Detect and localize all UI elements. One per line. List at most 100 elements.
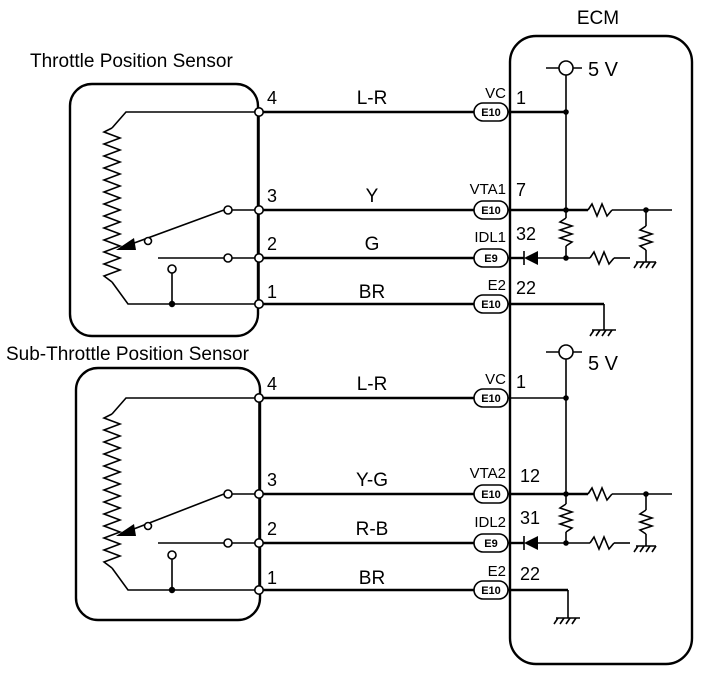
- sensor-2-wiper-arrow-icon: [116, 524, 136, 536]
- sensor-2-connector-vta-label: E10: [481, 489, 501, 501]
- sensor-1-idle-terminal-icon: [167, 264, 177, 274]
- sensor-1-pin-4-label: 4: [267, 88, 277, 108]
- sensor-1-idl-diode-icon: [524, 251, 538, 265]
- sensor-1-vta-shunt-resistor: [637, 225, 655, 251]
- sensor-2-wire-color-idl: R-B: [356, 519, 389, 540]
- sensor-1-connector-e2-label: E10: [481, 299, 501, 311]
- sensor-2-terminal-vc: VC: [485, 371, 506, 388]
- sensor-2-ecm-pin-vta: 12: [520, 466, 540, 486]
- sensor-1-vta-series-resistor: [587, 201, 613, 219]
- sensor-2-idl-diode-icon: [524, 536, 538, 550]
- sensor-2-resistor-top-lead: [111, 397, 259, 415]
- sensor-2-idl-junction-icon: [563, 540, 569, 546]
- sensor-2-pin-2-icon: [254, 537, 265, 548]
- sensor-1-idl-series-resistor: [589, 249, 615, 267]
- sensor-1-connector-e2: E10: [473, 294, 509, 314]
- sensor-1-wiper-arrow-icon: [116, 238, 136, 250]
- sensor-2-ecm-pin-e2: 22: [520, 564, 540, 584]
- sensor-2-resistor: [101, 413, 123, 569]
- sensor-1-ecm-pin-idl: 32: [516, 224, 536, 244]
- sensor-1-terminal-vta: VTA1: [470, 181, 506, 198]
- sensor-1-pin-2-label: 2: [267, 234, 277, 254]
- sensor-2-title: Sub-Throttle Position Sensor: [6, 344, 250, 365]
- sensor-2-pin-4-icon: [254, 392, 265, 403]
- sensor-2-vta-series-resistor: [587, 485, 613, 503]
- sensor-1-idle-junction-icon: [168, 300, 176, 308]
- sensor-1-terminal-e2: E2: [488, 277, 506, 294]
- sensor-2-terminal-vta: VTA2: [470, 465, 506, 482]
- sensor-1-wire-color-vta: Y: [366, 186, 379, 207]
- sensor-2-pin-1-label: 1: [267, 568, 277, 588]
- sensor-1-wire-color-e2: BR: [359, 282, 385, 303]
- sensor-2-ecm-pin-idl: 31: [520, 508, 540, 528]
- sensor-1-resistor-bottom-lead: [111, 281, 259, 305]
- sensor-2-idle-terminal-icon: [167, 550, 177, 560]
- sensor-2-connector-vc-label: E10: [481, 393, 501, 405]
- sensor-2-supply-icon: [558, 344, 574, 360]
- sensor-2-wiper: [125, 493, 225, 533]
- sensor-1-wiper-pivot-icon: [143, 236, 153, 246]
- sensor-1-terminal-idl: IDL1: [474, 229, 506, 246]
- sensor-2-idle-junction-icon: [168, 586, 176, 594]
- sensor-1-ecm-vc-junction-icon: [563, 109, 569, 115]
- sensor-2-pullup-resistor: [557, 503, 575, 533]
- sensor-1-title: Throttle Position Sensor: [30, 51, 233, 72]
- sensor-1-wire-color-idl: G: [365, 234, 380, 255]
- sensor-2-pin-2-label: 2: [267, 519, 277, 539]
- sensor-2-pin-3-label: 3: [267, 470, 277, 490]
- sensor-1-wire-color-vc: L-R: [357, 88, 388, 109]
- sensor-1-pullup-resistor: [557, 217, 575, 247]
- sensor-1-group: Throttle Position Sensor 4 3 2 1: [30, 51, 672, 338]
- sensor-1-ecm-pin-vc: 1: [516, 88, 526, 108]
- sensor-2-vta-ground-icon: [633, 545, 657, 553]
- sensor-1-connector-vta-label: E10: [481, 205, 501, 217]
- sensor-2-pin-4-label: 4: [267, 374, 277, 394]
- sensor-2-connector-e2: E10: [473, 580, 509, 600]
- sensor-2-connector-vta: E10: [473, 484, 509, 504]
- sensor-2-wire-color-vc: L-R: [357, 374, 388, 395]
- sensor-2-wire-color-vta: Y-G: [356, 470, 388, 491]
- sensor-1-resistor-top-lead: [111, 111, 259, 129]
- sensor-2-group: Sub-Throttle Position Sensor 4 3 2 1 L-R…: [6, 344, 672, 625]
- sensor-2-pin-3-icon: [254, 488, 265, 499]
- sensor-1-supply-icon: [558, 60, 574, 76]
- sensor-2-terminal-idl: IDL2: [474, 514, 506, 531]
- sensor-1-wiper: [125, 209, 225, 247]
- ecm-label: ECM: [577, 8, 619, 29]
- sensor-2-ecm-pin-vc: 1: [516, 372, 526, 392]
- sensor-2-connector-e2-label: E10: [481, 585, 501, 597]
- sensor-1-pin-1-icon: [254, 298, 265, 309]
- sensor-1-terminal-vc: VC: [485, 85, 506, 102]
- sensor-1-pin-2-icon: [254, 253, 265, 264]
- sensor-2-wiper-terminal-icon: [223, 489, 233, 499]
- sensor-2-wire-color-e2: BR: [359, 568, 385, 589]
- sensor-2-ecm-vc-junction-icon: [563, 395, 569, 401]
- sensor-1-pin-3-label: 3: [267, 186, 277, 206]
- sensor-1-resistor: [101, 127, 123, 283]
- sensor-1-pin-3-icon: [254, 205, 265, 216]
- sensor-1-connector-idl: E9: [473, 248, 509, 268]
- sensor-2-terminal-e2: E2: [488, 563, 506, 580]
- sensor-2-connector-idl: E9: [473, 533, 509, 553]
- sensor-1-pin-4-icon: [254, 107, 265, 118]
- sensor-2-wiper-pivot-icon: [143, 521, 153, 531]
- sensor-2-e2-ground-icon: [553, 617, 580, 625]
- sensor-2-supply-label: 5 V: [588, 353, 619, 375]
- sensor-1-ecm-pin-vta: 7: [516, 180, 526, 200]
- sensor-1-idle-open-terminal-icon: [223, 253, 233, 263]
- sensor-2-connector-vc: E10: [473, 388, 509, 408]
- sensor-1-supply-label: 5 V: [588, 59, 619, 81]
- sensor-1-connector-vc-label: E10: [481, 107, 501, 119]
- sensor-2-connector-idl-label: E9: [484, 538, 497, 550]
- sensor-1-pin-1-label: 1: [267, 282, 277, 302]
- sensor-2-vta-shunt-resistor: [637, 509, 655, 535]
- sensor-2-idl-series-resistor: [589, 534, 615, 552]
- sensor-2-pin-1-icon: [254, 584, 265, 595]
- sensor-1-connector-vta: E10: [473, 200, 509, 220]
- ecm-box: [508, 34, 694, 666]
- sensor-2-resistor-bottom-lead: [111, 567, 259, 591]
- sensor-1-wiper-terminal-icon: [223, 205, 233, 215]
- sensor-1-ecm-pin-e2: 22: [516, 278, 536, 298]
- sensor-1-idl-junction-icon: [563, 255, 569, 261]
